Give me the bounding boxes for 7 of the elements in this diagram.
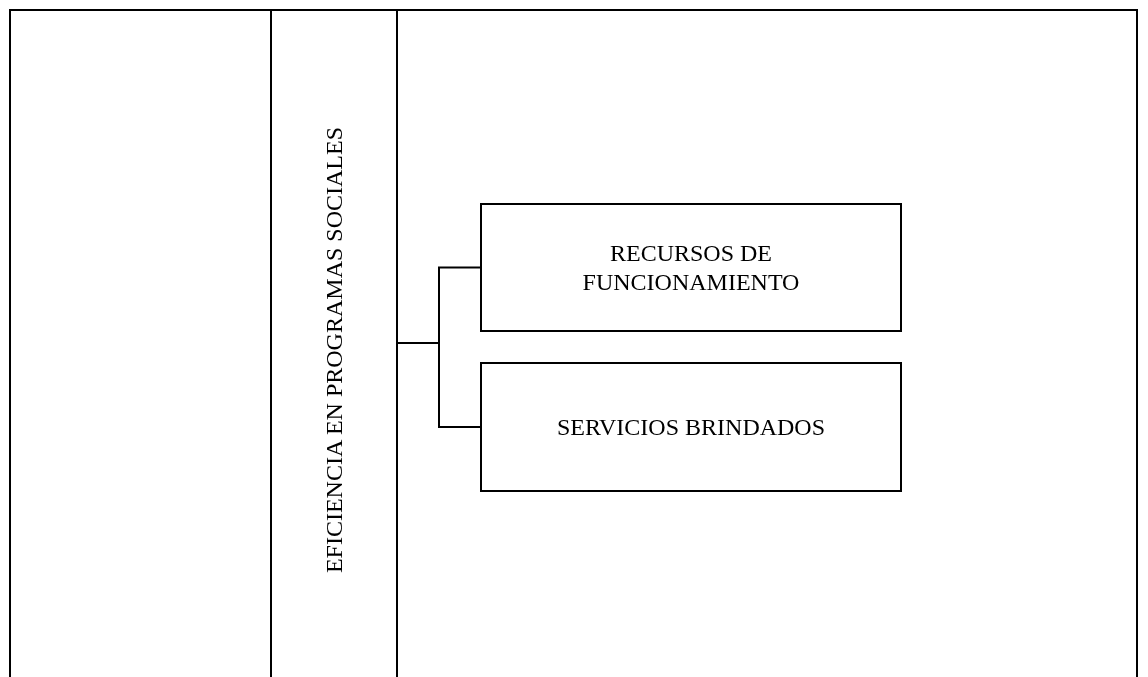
connector-line [397, 342, 481, 428]
node-label: EFICIENCIA EN PROGRAMAS SOCIALES [319, 126, 348, 574]
category-box [480, 362, 902, 492]
category-box [480, 203, 902, 332]
column-band [270, 10, 398, 677]
node-label: RECURSOS DE FUNCIONAMIENTO [581, 238, 801, 297]
node-label: SERVICIOS BRINDADOS [556, 412, 826, 442]
